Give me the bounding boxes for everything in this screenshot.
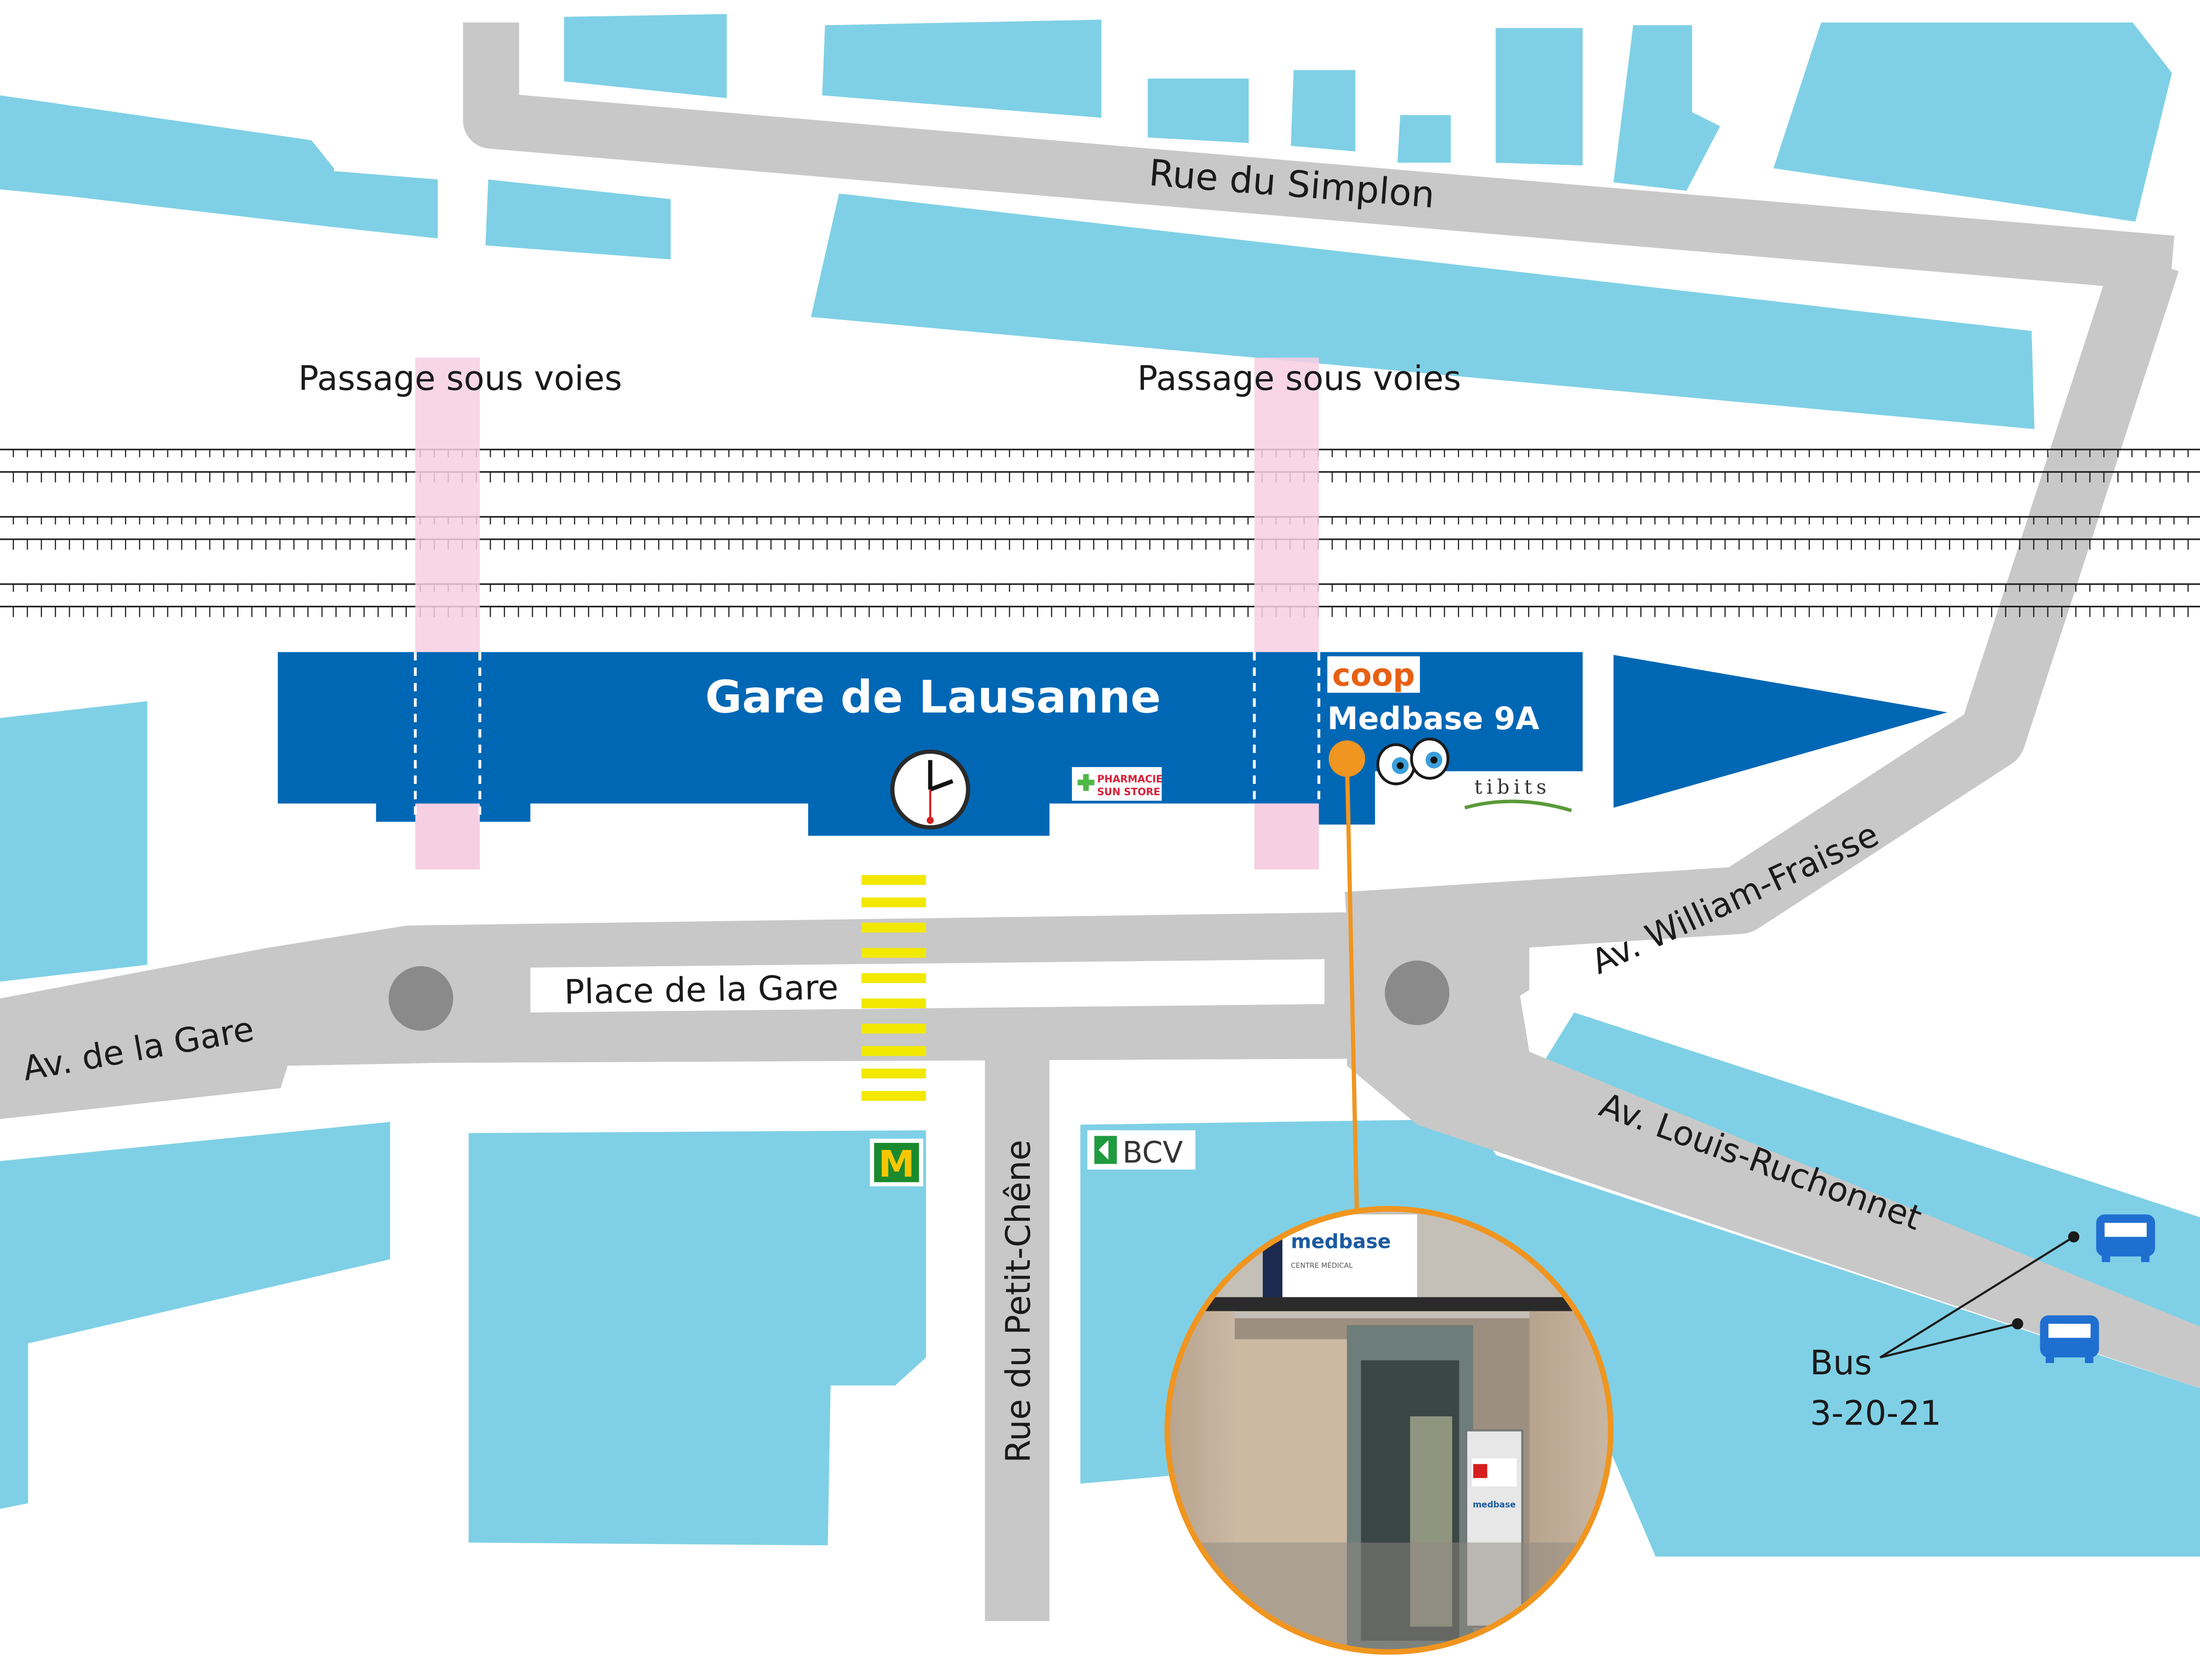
svg-text:medbase: medbase xyxy=(1473,1500,1516,1509)
bus-icon xyxy=(2040,1315,2099,1364)
svg-text:M: M xyxy=(878,1143,915,1185)
svg-text:coop: coop xyxy=(1332,657,1415,693)
station-platform-wedge xyxy=(1613,654,1948,808)
roundabout-west xyxy=(388,966,453,1031)
bus-lines: 3-20-21 xyxy=(1810,1394,1941,1433)
svg-text:medbase: medbase xyxy=(1291,1230,1391,1253)
underpass-label-right: Passage sous voies xyxy=(1137,358,1461,398)
road-av-william-fraisse xyxy=(1344,250,2179,960)
medbase-entrance-photo: medbase CENTRE MÉDICAL medbase xyxy=(1165,1206,1614,1655)
road-network xyxy=(0,22,2200,1621)
road-rue-du-simplon xyxy=(463,22,2174,292)
bus-stop-2[interactable] xyxy=(1879,1315,2099,1364)
street-label-rue-du-petit-chene: Rue du Petit-Chêne xyxy=(999,1140,1038,1463)
coop-logo: coop xyxy=(1327,656,1420,693)
street-label-place-de-la-gare: Place de la Gare xyxy=(564,968,839,1012)
place-de-la-gare-island xyxy=(530,959,1325,1013)
bus-stop-1[interactable] xyxy=(1879,1214,2155,1358)
svg-text:BCV: BCV xyxy=(1123,1135,1183,1169)
bcv-logo: BCV xyxy=(1087,1130,1196,1169)
tibits-logo: tibits xyxy=(1453,771,1577,819)
medbase-label: Medbase 9A xyxy=(1327,701,1539,737)
station-building xyxy=(278,652,1948,836)
road-av-de-la-gare xyxy=(0,925,435,1119)
clock-icon xyxy=(890,749,970,830)
mcdonalds-logo: M xyxy=(870,1138,923,1186)
crosswalk xyxy=(861,875,926,1101)
underpass-label-left: Passage sous voies xyxy=(299,358,622,398)
svg-text:SUN STORE: SUN STORE xyxy=(1097,786,1160,798)
road-av-louis-ruchonnet xyxy=(1347,982,2200,1389)
bus-icon xyxy=(2096,1214,2155,1262)
bus-label: Bus xyxy=(1810,1343,1872,1383)
svg-text:CENTRE MÉDICAL: CENTRE MÉDICAL xyxy=(1291,1261,1353,1270)
svg-text:tibits: tibits xyxy=(1474,776,1551,799)
station-name: Gare de Lausanne xyxy=(705,671,1161,723)
pharmacie-sun-store-logo: PHARMACIE SUN STORE xyxy=(1072,767,1162,801)
svg-text:PHARMACIE: PHARMACIE xyxy=(1097,773,1163,785)
road-rue-du-petit-chene xyxy=(985,1037,1050,1621)
railway-tracks xyxy=(0,443,2200,618)
roundabout-east xyxy=(1385,961,1450,1025)
underpasses xyxy=(414,357,1321,869)
medbase-location-pin[interactable] xyxy=(1328,740,1365,1209)
optician-eyes-logo xyxy=(1376,737,1450,785)
